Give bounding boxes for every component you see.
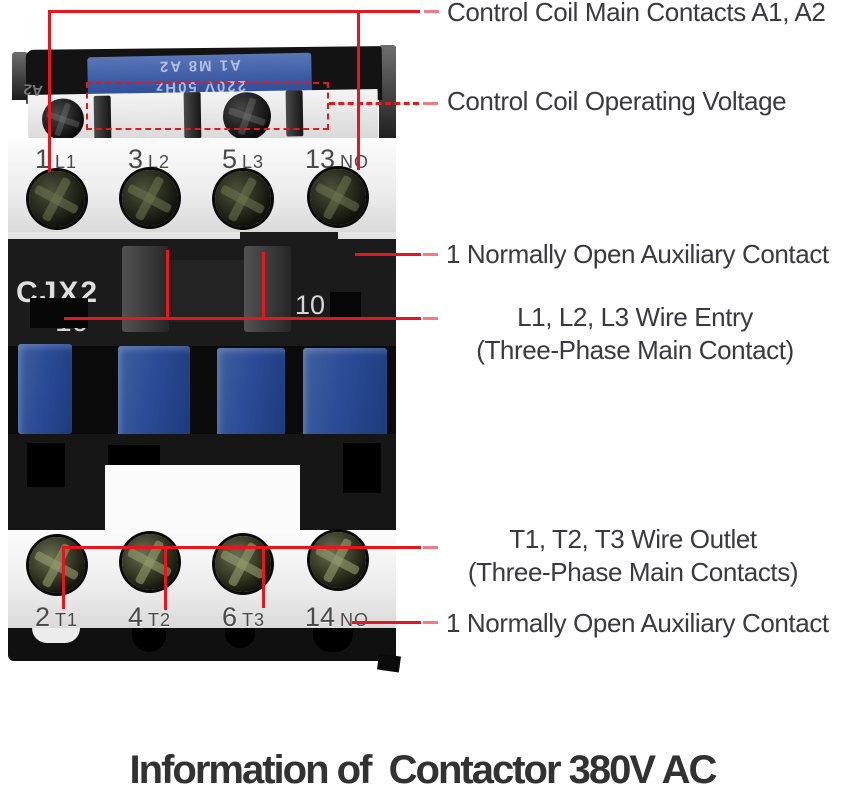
coil-terminal-marking: A2: [22, 80, 44, 99]
terminal-number: 6: [222, 602, 238, 632]
blue-rocker-4: [303, 348, 387, 436]
annotation-line-coil-contacts-left: [48, 10, 51, 172]
label-wire-entry: L1, L2, L3 Wire Entry (Three-Phase Main …: [447, 301, 823, 367]
bottom-notch-2: [225, 628, 255, 648]
body-highlight-right: [338, 232, 396, 239]
terminal-number: 14: [305, 602, 336, 632]
screw-terminal-6: [215, 536, 271, 592]
terminal-code: L2: [148, 152, 171, 172]
screw-terminal-4: [122, 534, 178, 590]
annotation-line-coil-contacts-right: [357, 10, 360, 170]
blue-rocker-3: [217, 348, 285, 436]
bottom-notch-1: [132, 628, 166, 652]
body-recess: [169, 260, 244, 322]
screw-terminal-14: [310, 532, 366, 588]
screw-terminal-13: [310, 169, 366, 225]
rating-marking-right: 10: [295, 290, 326, 320]
annotation-line-aux-bottom: [352, 621, 421, 624]
terminal-number: 3: [128, 144, 144, 174]
terminal-code: T3: [242, 610, 266, 630]
label-wire-outlet-line2: (Three-Phase Main Contacts): [467, 557, 799, 587]
terminal-code: L1: [55, 152, 78, 172]
label-wire-outlet: T1, T2, T3 Wire Outlet (Three-Phase Main…: [440, 523, 826, 589]
body-hole-3: [343, 443, 381, 493]
body-hole-1: [27, 443, 65, 487]
terminal-number: 5: [222, 144, 238, 174]
annotation-line-wire-outlet-v1: [62, 546, 65, 609]
label-wire-entry-line1: L1, L2, L3 Wire Entry: [517, 302, 753, 332]
annotation-dash-aux-top: [423, 253, 438, 256]
bottom-notch-white: [32, 628, 80, 643]
screw-terminal-1: [29, 171, 85, 227]
annotation-dash-wire-entry: [423, 317, 438, 320]
label-coil-main-contacts: Control Coil Main Contacts A1, A2: [447, 0, 826, 27]
annotation-line-wire-outlet-v2: [164, 546, 167, 610]
annotation-line-coil-contacts-horizontal: [48, 10, 420, 13]
bottom-notch-3: [313, 628, 353, 652]
label-coil-operating-voltage: Control Coil Operating Voltage: [447, 86, 787, 116]
blue-rocker-2: [118, 346, 190, 436]
annotation-line-aux-top: [355, 253, 421, 256]
bottom-mounting-tab: [376, 653, 402, 673]
annotation-line-coil-voltage: [329, 102, 419, 105]
label-aux-contact-top: 1 Normally Open Auxiliary Contact: [446, 239, 829, 269]
terminal-code: NO: [340, 610, 370, 630]
terminal-number: 1: [35, 144, 51, 174]
annotation-dash-coil-voltage: [423, 102, 438, 105]
annotation-dash-aux-bottom: [423, 621, 438, 624]
annotation-line-wire-entry-v1: [166, 250, 169, 320]
contactor-bottom-edge: [8, 628, 396, 661]
body-slot-left: [30, 298, 88, 328]
annotation-dash-coil-contacts: [424, 10, 439, 13]
mounting-prong-left: [12, 52, 28, 100]
rocker-row: [8, 344, 396, 436]
page-title: Information of Contactor 380V AC: [129, 748, 718, 790]
label-wire-entry-line2: (Three-Phase Main Contact): [476, 335, 794, 365]
terminal-code: T2: [148, 610, 172, 630]
coil-voltage-dashed-box: [86, 82, 329, 130]
screw-terminal-3: [122, 170, 178, 226]
terminal-number: 2: [35, 602, 51, 632]
mounting-prong-right: [379, 45, 396, 143]
contactor-lower-body: [8, 434, 396, 530]
contactor-mid-body: CJX2 10 10: [8, 232, 396, 346]
terminal-code: L3: [242, 152, 265, 172]
body-slot-right: [330, 292, 361, 319]
annotation-line-wire-outlet-v3: [262, 546, 265, 608]
annotation-line-wire-entry-horizontal: [64, 317, 421, 320]
label-aux-contact-bottom: 1 Normally Open Auxiliary Contact: [446, 608, 829, 638]
terminal-number: 4: [128, 602, 144, 632]
blue-rocker-1: [18, 344, 72, 434]
terminal-code: T1: [55, 610, 79, 630]
screw-terminal-5: [215, 171, 271, 227]
label-wire-outlet-line1: T1, T2, T3 Wire Outlet: [509, 524, 757, 554]
terminal-code: NO: [340, 152, 370, 172]
annotation-dash-wire-outlet: [423, 546, 438, 549]
annotation-line-wire-entry-v2: [262, 252, 265, 320]
body-highlight-left: [8, 232, 240, 239]
blank-name-plate: [105, 465, 300, 530]
annotation-line-wire-outlet-horizontal: [62, 546, 421, 549]
